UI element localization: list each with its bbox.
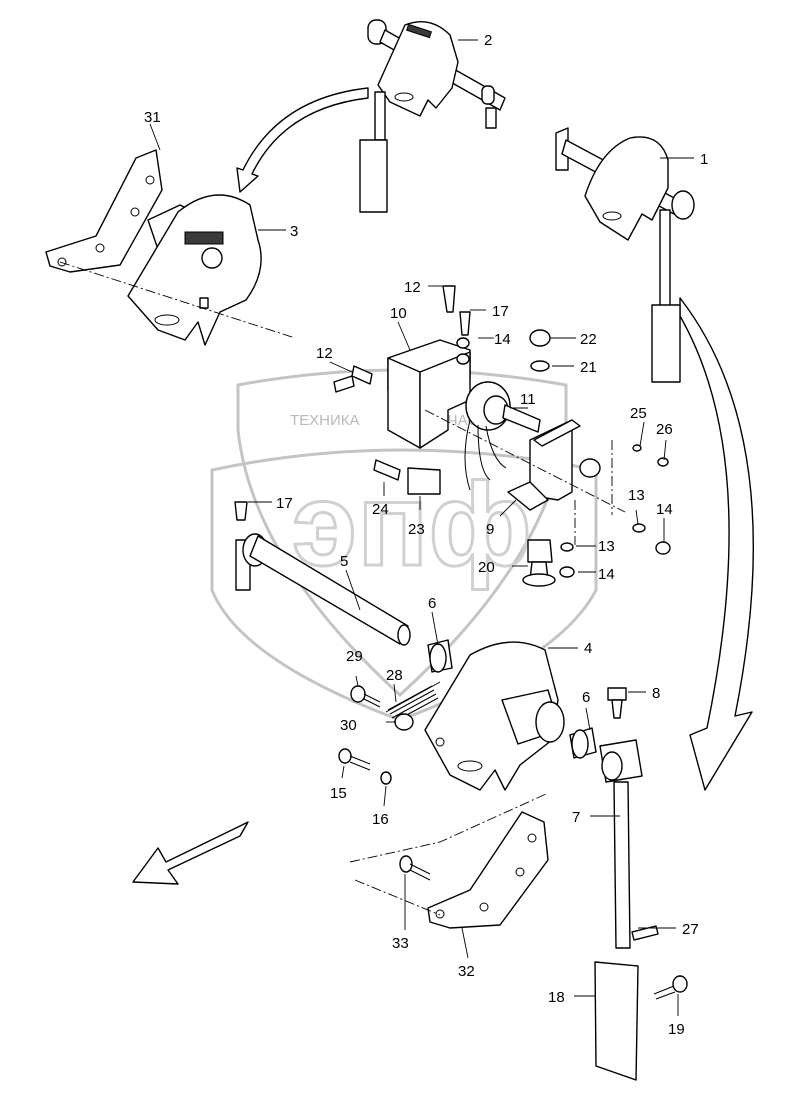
callout-29: 29 <box>346 648 363 665</box>
part-33-bolt <box>399 855 431 881</box>
callout-2: 2 <box>484 32 492 49</box>
part-20-sensor <box>522 539 556 587</box>
centerline-33 <box>354 879 441 916</box>
callout-31: 31 <box>144 109 161 126</box>
part-2-pedal-assembly <box>359 19 506 213</box>
callout-24: 24 <box>372 501 389 518</box>
callout-14a: 14 <box>494 331 511 348</box>
part-10-mounting-bracket <box>387 339 471 449</box>
callout-6a: 6 <box>428 595 436 612</box>
callout-17b: 17 <box>276 495 293 512</box>
callout-6b: 6 <box>582 689 590 706</box>
callout-21: 21 <box>580 359 597 376</box>
part-6-bushing-b <box>569 727 597 759</box>
part-1-pedal-assembly <box>555 127 695 383</box>
callout-7: 7 <box>572 809 580 826</box>
callout-27: 27 <box>682 921 699 938</box>
small-hardware <box>234 285 671 578</box>
callout-20: 20 <box>478 559 495 576</box>
callout-14c: 14 <box>598 566 615 583</box>
callout-1: 1 <box>700 151 708 168</box>
callout-28: 28 <box>386 667 403 684</box>
arrow-top-left <box>236 87 369 193</box>
callout-25: 25 <box>630 405 647 422</box>
centerline-32 <box>349 793 547 863</box>
callout-32: 32 <box>458 963 475 980</box>
part-8-bolt <box>607 687 627 719</box>
callout-30: 30 <box>340 717 357 734</box>
callout-23: 23 <box>408 521 425 538</box>
callout-12b: 12 <box>316 345 333 362</box>
part-29-bolt <box>350 685 381 708</box>
callout-labels: 2 1 3 31 4 5 6 6 7 8 9 10 11 12 12 13 13… <box>144 32 708 1038</box>
callout-8: 8 <box>652 685 660 702</box>
callout-18: 18 <box>548 989 565 1006</box>
part-6-bushing-a <box>427 639 453 673</box>
part-30-nut <box>394 713 414 731</box>
part-7-pedal-arm <box>599 739 643 949</box>
part-3-pedal-body <box>127 194 262 346</box>
callout-22: 22 <box>580 331 597 348</box>
callout-9: 9 <box>486 521 494 538</box>
callout-13a: 13 <box>628 487 645 504</box>
centerline-switch <box>424 409 626 513</box>
part-18-pedal-pad <box>594 961 639 1081</box>
part-5-shaft <box>235 533 411 646</box>
callout-3: 3 <box>290 223 298 240</box>
callout-10: 10 <box>390 305 407 322</box>
callout-12a: 12 <box>404 279 421 296</box>
part-28-spring <box>385 681 441 723</box>
callout-11: 11 <box>520 391 536 408</box>
centerline-31-3 <box>59 261 296 339</box>
arrow-right <box>679 297 754 791</box>
callout-13b: 13 <box>598 538 615 555</box>
part-9-switch-bracket <box>507 419 601 511</box>
callout-5: 5 <box>340 553 348 570</box>
leader-lines <box>149 39 694 1016</box>
part-16-washer <box>380 771 392 785</box>
callout-16: 16 <box>372 811 389 828</box>
arrow-bottom-left <box>132 821 249 885</box>
callout-17a: 17 <box>492 303 509 320</box>
part-15-bolt <box>338 748 371 771</box>
watermark-text-left: ТЕХНИКА <box>290 412 360 429</box>
callout-14b: 14 <box>656 501 673 518</box>
part-11-switch <box>464 381 541 491</box>
part-4-pedal-body <box>424 641 565 791</box>
callout-19: 19 <box>668 1021 685 1038</box>
part-31-bracket <box>45 149 163 273</box>
part-32-bracket <box>427 811 549 929</box>
callout-33: 33 <box>392 935 409 952</box>
callout-4: 4 <box>584 640 592 657</box>
callout-15: 15 <box>330 785 347 802</box>
part-19-screw <box>653 975 688 1000</box>
callout-26: 26 <box>656 421 673 438</box>
